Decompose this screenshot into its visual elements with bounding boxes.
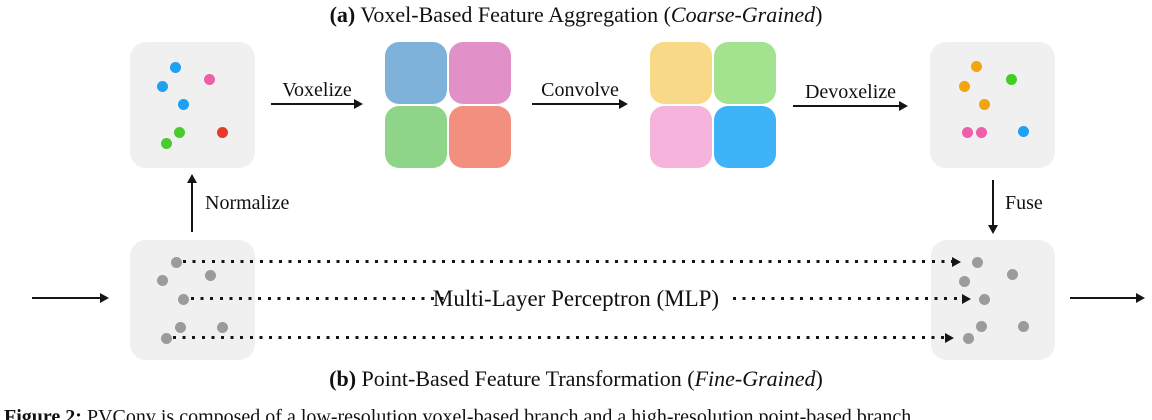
gray-point [1017, 320, 1029, 332]
figure-input-arrow [32, 297, 100, 299]
voxel-cell-lightgreen [714, 42, 776, 104]
voxel-cell-lightpink [650, 106, 712, 168]
gray-point [958, 275, 970, 287]
voxel-grid-convolved [650, 42, 776, 168]
fuse-arrow [992, 180, 994, 226]
devoxelized-point-cloud-box [930, 42, 1055, 168]
mlp-dotted-line-bottom [173, 332, 954, 343]
panel-a-title: (a) Voxel-Based Feature Aggregation (Coa… [329, 2, 823, 27]
voxel-cell-salmon [449, 106, 511, 168]
gray-point [1006, 268, 1018, 280]
figure-caption-clipped: Figure 2: PVConv is composed of a low-re… [4, 406, 917, 420]
panel-b-tag: (b) [329, 366, 357, 391]
fuse-arrowhead-icon [988, 225, 998, 234]
figure-input-arrowhead-icon [100, 293, 109, 303]
fuse-label: Fuse [1005, 192, 1043, 214]
gray-point [975, 320, 987, 332]
convolve-label: Convolve [541, 79, 619, 101]
devoxelize-arrowhead-icon [899, 101, 908, 111]
figure-output-arrowhead-icon [1136, 293, 1145, 303]
input-point-cloud-box [130, 42, 255, 168]
pink-point [975, 126, 987, 138]
blue-point [156, 80, 168, 92]
gray-point [971, 256, 983, 268]
red-point [216, 126, 228, 138]
gray-point [156, 274, 168, 286]
orange-point [970, 60, 982, 72]
gray-point [170, 256, 182, 268]
green-point [173, 126, 185, 138]
voxelize-arrowhead-icon [354, 99, 363, 109]
blue-point [169, 61, 181, 73]
voxel-cell-green [385, 106, 447, 168]
voxelize-arrow [271, 103, 354, 105]
dotted-arrowhead-icon [952, 256, 961, 267]
dotted-arrowhead-icon [962, 293, 971, 304]
voxelize-label: Voxelize [282, 79, 352, 101]
dotted-arrowhead-icon [945, 332, 954, 343]
voxel-cell-skyblue [714, 106, 776, 168]
mlp-dotted-line-middle-left [191, 297, 445, 300]
pink-point [203, 73, 215, 85]
gray-point [174, 321, 186, 333]
voxel-cell-pink [449, 42, 511, 104]
normalize-arrowhead-icon [187, 174, 197, 183]
gray-point [216, 321, 228, 333]
convolve-arrow [532, 103, 619, 105]
panel-a-tag: (a) [329, 2, 356, 27]
orange-point [978, 98, 990, 110]
voxel-grid-input [385, 42, 511, 168]
green-point [160, 137, 172, 149]
orange-point [958, 80, 970, 92]
gray-point [204, 269, 216, 281]
panel-b-title: (b) Point-Based Feature Transformation (… [329, 366, 823, 391]
mlp-label: Multi-Layer Perceptron (MLP) [432, 286, 720, 311]
blue-point [177, 98, 189, 110]
green-point [1005, 73, 1017, 85]
voxel-cell-blue [385, 42, 447, 104]
blue-point [1017, 125, 1029, 137]
gray-point [978, 293, 990, 305]
devoxelize-arrow [793, 105, 899, 107]
devoxelize-label: Devoxelize [804, 81, 897, 103]
normalize-label: Normalize [205, 192, 290, 214]
figure-output-arrow [1070, 297, 1136, 299]
mlp-dotted-line-top [183, 256, 961, 267]
gray-point [177, 293, 189, 305]
gray-point [962, 332, 974, 344]
convolve-arrowhead-icon [619, 99, 628, 109]
pink-point [961, 126, 973, 138]
voxel-cell-yellow [650, 42, 712, 104]
normalize-arrow [191, 182, 193, 232]
mlp-dotted-line-middle-right [733, 293, 971, 304]
gray-point [160, 332, 172, 344]
